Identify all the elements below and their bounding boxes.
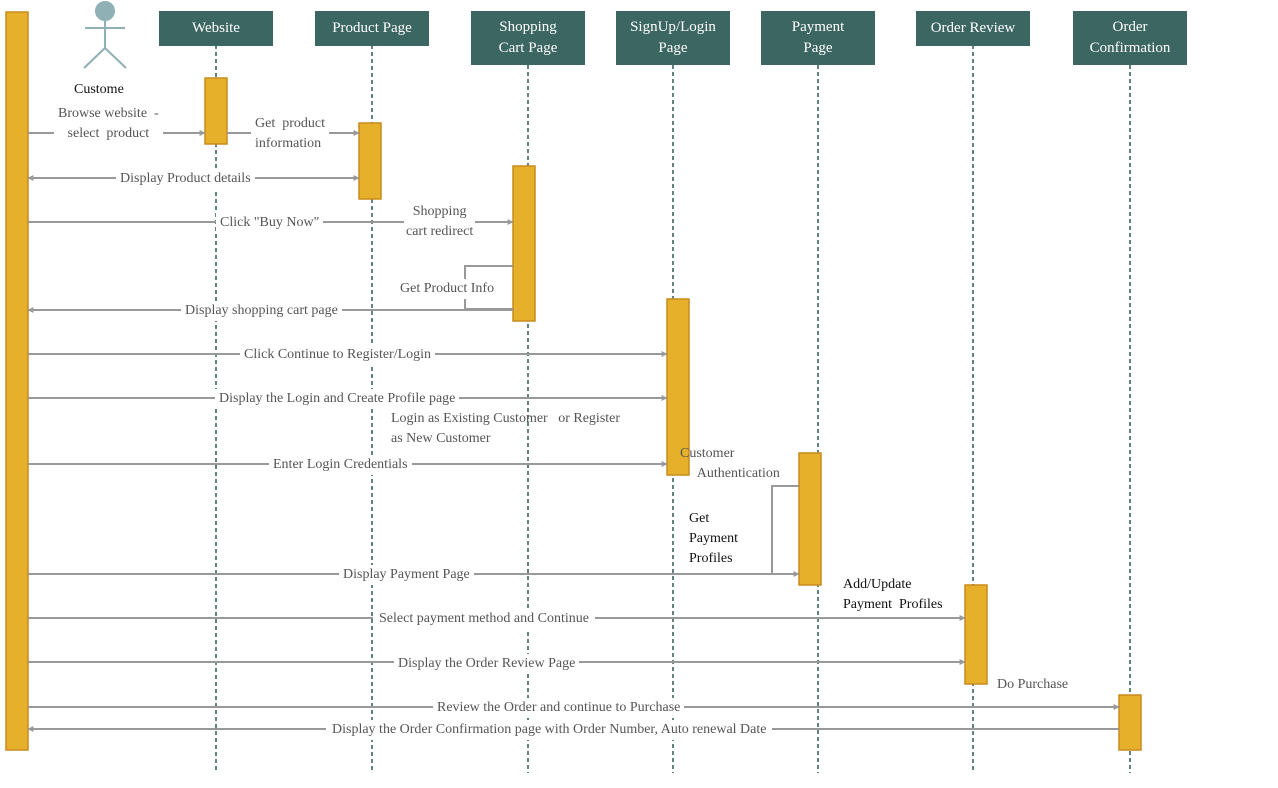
message-label-m4: Click "Buy Now" bbox=[216, 213, 324, 233]
message-label-m2: Get product information bbox=[251, 114, 329, 154]
message-label-m12: Customer Authentication bbox=[680, 446, 780, 481]
actor-label: Custome bbox=[74, 82, 124, 97]
message-label-m20: Display the Order Confirmation page with… bbox=[326, 720, 773, 740]
header-shopping-cart-page: Shopping Cart Page bbox=[471, 11, 585, 65]
message-label-m16: Select payment method and Continue bbox=[373, 609, 595, 629]
message-label-m19: Review the Order and continue to Purchas… bbox=[433, 698, 685, 718]
message-label-m13: Get Payment Profiles bbox=[689, 511, 738, 566]
message-label-m6: Get Product Info bbox=[398, 279, 497, 299]
activation-review bbox=[964, 584, 988, 685]
message-label-m9: Display the Login and Create Profile pag… bbox=[215, 389, 460, 409]
message-label-m10: Login as Existing Customer or Register a… bbox=[391, 411, 621, 446]
activation-product bbox=[358, 122, 382, 200]
activation-cart bbox=[512, 165, 536, 322]
activation-payment bbox=[798, 452, 822, 586]
activation-confirm bbox=[1118, 694, 1142, 751]
message-label-m11: Enter Login Credentials bbox=[269, 455, 412, 475]
activation-login bbox=[666, 298, 690, 476]
message-label-m3: Display Product details bbox=[116, 169, 255, 189]
arrow-m13 bbox=[771, 485, 799, 574]
message-label-m15: Add/Update Payment Profiles bbox=[843, 577, 943, 612]
message-label-m14: Display Payment Page bbox=[339, 565, 474, 585]
header-website: Website bbox=[159, 11, 273, 46]
header-signup-login-page: SignUp/Login Page bbox=[616, 11, 730, 65]
message-label-m1: Browse website - select product bbox=[54, 104, 163, 144]
header-product-page: Product Page bbox=[315, 11, 429, 46]
actor-figure bbox=[83, 1, 127, 69]
header-order-review: Order Review bbox=[916, 11, 1030, 46]
header-order-confirmation: Order Confirmation bbox=[1073, 11, 1187, 65]
activation-customer bbox=[5, 11, 29, 751]
header-payment-page: Payment Page bbox=[761, 11, 875, 65]
activation-website bbox=[204, 77, 228, 145]
message-label-m7: Display shopping cart page bbox=[181, 301, 342, 321]
message-label-m17: Display the Order Review Page bbox=[394, 654, 580, 674]
message-label-m8: Click Continue to Register/Login bbox=[240, 345, 436, 365]
message-label-m5: Shopping cart redirect bbox=[404, 202, 476, 242]
message-label-m18: Do Purchase bbox=[997, 677, 1069, 692]
